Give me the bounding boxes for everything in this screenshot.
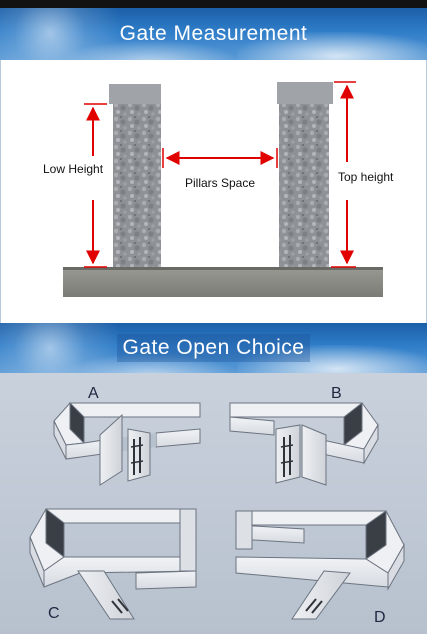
right-pillar	[277, 82, 333, 267]
open-choice-drawing	[29, 401, 405, 620]
left-pillar	[109, 84, 161, 267]
cloud-decoration	[60, 40, 240, 60]
option-d-enclosure	[235, 510, 405, 620]
option-a-enclosure	[53, 401, 201, 486]
cloud-decoration	[60, 353, 240, 373]
open-choice-title: Gate Open Choice	[116, 334, 311, 362]
top-height-label: Top height	[338, 170, 394, 184]
option-a-label: A	[88, 385, 99, 402]
cloud-decoration	[237, 32, 427, 60]
ground-slab	[63, 267, 383, 297]
pillars-space-label: Pillars Space	[185, 176, 256, 190]
top-strip	[0, 0, 427, 8]
open-choice-diagram: A B C D	[0, 373, 427, 634]
pillars-space-arrow	[162, 148, 278, 168]
option-b-label: B	[331, 385, 342, 402]
option-c-label: C	[48, 605, 60, 622]
measurement-title: Gate Measurement	[119, 22, 308, 45]
cloud-decoration	[237, 345, 427, 373]
option-c-enclosure	[29, 507, 197, 620]
measurement-diagram: Low Height Pillars Space Top height	[0, 60, 427, 323]
option-b-enclosure	[229, 401, 379, 486]
option-d-label: D	[374, 609, 386, 626]
low-height-label: Low Height	[43, 162, 104, 176]
open-choice-banner: Gate Open Choice	[0, 323, 427, 373]
measurement-drawing	[63, 81, 383, 297]
top-height-arrow	[331, 81, 356, 268]
measurement-banner: Gate Measurement	[0, 8, 427, 60]
low-height-arrow	[84, 103, 107, 268]
